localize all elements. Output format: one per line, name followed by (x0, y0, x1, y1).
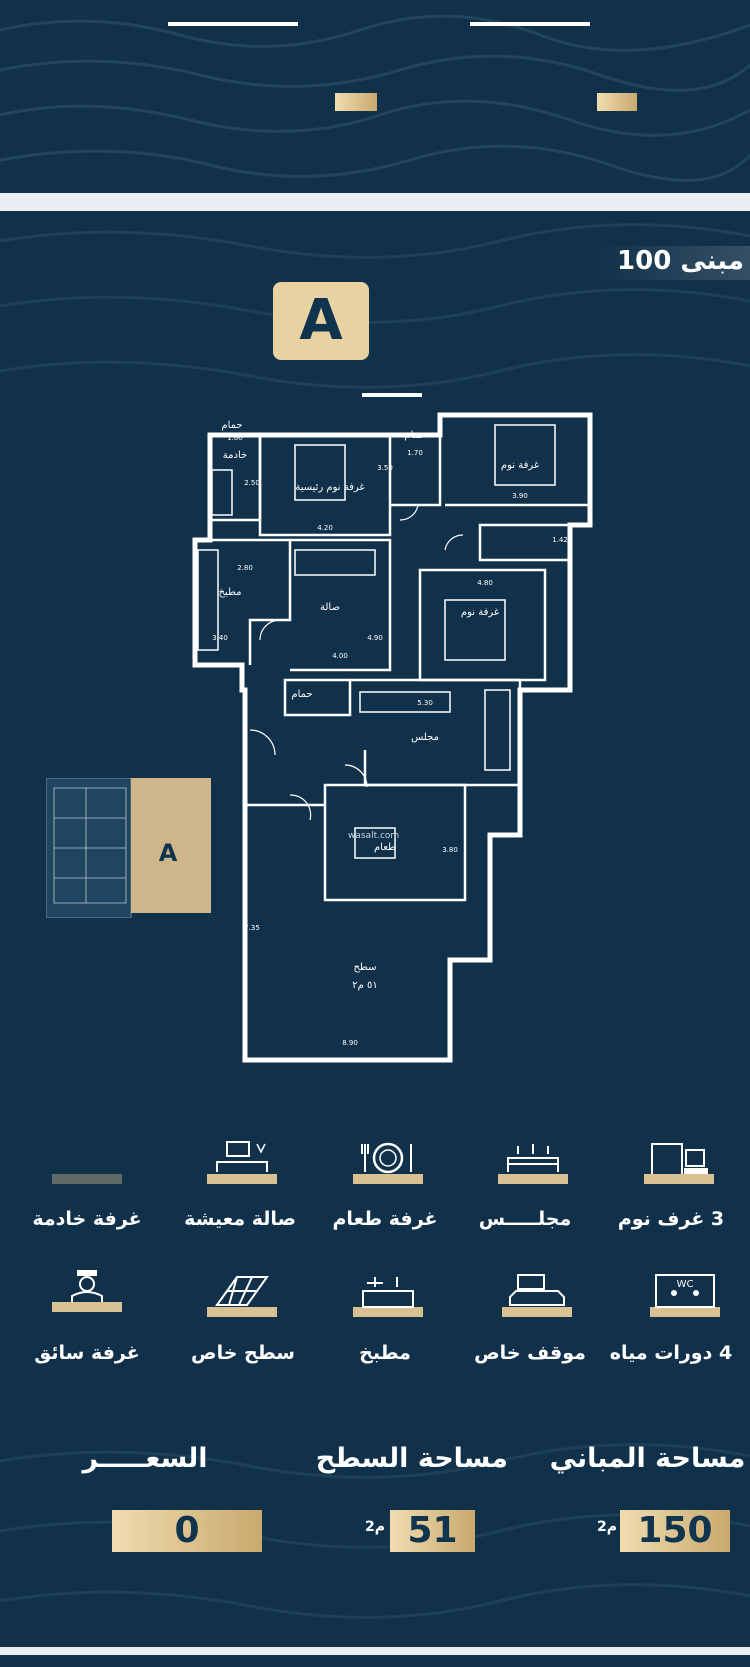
dimension-label: 1.42 (552, 536, 568, 544)
dimension-label: 5.30 (417, 699, 433, 707)
feature-label: 3 غرف نوم (617, 1208, 725, 1230)
stat-label-price: السعـــــر (82, 1443, 208, 1474)
wave-background (0, 14, 750, 182)
stat-label-roof-area: مساحة السطح (315, 1443, 508, 1474)
room-label-master: غرفة نوم رئيسية (295, 482, 364, 493)
unit-type-badge: A (273, 282, 369, 360)
wall-maid (210, 435, 262, 522)
room-label-kitchen: مطبخ (218, 587, 241, 598)
room-label-bath-center: حمام (404, 430, 425, 441)
dining-icon (353, 1142, 423, 1184)
dimension-label: 4.80 (477, 579, 493, 587)
svg-text:WC: WC (677, 1279, 694, 1290)
stat-value-price: 0 (112, 1510, 262, 1552)
sofa-majlis-side-icon (484, 689, 511, 771)
outer-wall (192, 412, 593, 1063)
room-label-majlis: مجلس (411, 732, 439, 743)
room-label-bedroom-right: غرفة نوم (501, 460, 539, 471)
wall-hall (290, 538, 392, 672)
room-label-roof: سطح (353, 962, 376, 973)
bed-maid-icon (211, 469, 233, 516)
feature-label: صالة معيشة (184, 1208, 296, 1230)
title-line-left (168, 22, 298, 26)
sofa-majlis-icon (359, 691, 451, 713)
stat-label-building-area: مساحة المباني (549, 1443, 746, 1474)
feature-label: غرفة طعام (332, 1208, 438, 1230)
top-banner (0, 0, 750, 193)
gold-accent-right (597, 93, 637, 111)
dimension-label: 3.40 (212, 634, 228, 642)
wall-dining (323, 783, 467, 902)
watermark-text: wasalt.com (348, 831, 399, 841)
room-label-maid: خادمة (223, 450, 247, 461)
stat-unit-building-area: م2 (597, 1519, 618, 1535)
maid-room-icon (52, 1174, 122, 1184)
dimension-label: 7.35 (244, 924, 260, 932)
dimension-label: 4.00 (332, 652, 348, 660)
room-label-hall: صالة (320, 602, 340, 613)
living-room-icon (207, 1141, 277, 1184)
bed-middle-icon (444, 599, 506, 661)
kitchen-icon (353, 1277, 423, 1317)
wc-icon: WC (650, 1274, 720, 1317)
room-label-roof-area: ٥١ م٢ (352, 980, 378, 991)
driver-room-icon (52, 1270, 122, 1312)
wall-small-bath (478, 523, 572, 562)
roof-icon (207, 1276, 277, 1317)
kitchen-counter-icon (197, 549, 219, 651)
feature-label: مجلـــــس (478, 1208, 572, 1230)
feature-label: سطح خاص (191, 1342, 295, 1364)
key-plan-label: A (159, 839, 178, 867)
unit-details-panel (0, 211, 750, 1647)
dimension-label: 8.90 (342, 1039, 358, 1047)
wall-lower-bath (283, 678, 352, 717)
room-label-maid-bath: حمام (221, 420, 242, 431)
dimension-label: 3.50 (377, 464, 393, 472)
feature-label: غرفة سائق (34, 1342, 140, 1364)
feature-label: موقف خاص (474, 1342, 586, 1364)
dimension-label: 2.50 (244, 479, 260, 487)
sofa-hall-icon (294, 549, 376, 576)
wall-kitchen (195, 538, 292, 665)
dimension-label: 4.90 (367, 634, 383, 642)
floor-plan: حمام خادمة غرفة نوم رئيسية حمام غرفة نوم… (192, 412, 593, 1063)
wall-bed-middle (418, 568, 547, 682)
feature-label: 4 دورات مياه (609, 1342, 733, 1364)
dimension-label: 3.80 (442, 846, 458, 854)
stat-value-building-area: 150 (620, 1510, 730, 1552)
dining-table-icon (354, 827, 396, 859)
room-label-lower-bath: حمام (291, 689, 312, 700)
stat-value-roof-area: 51 (390, 1510, 475, 1552)
dimension-label: 1.70 (407, 449, 423, 457)
dimension-label: 4.20 (317, 524, 333, 532)
dimension-label: 1.80 (227, 434, 243, 442)
room-label-bedroom-middle: غرفة نوم (461, 607, 499, 618)
dimension-label: 2.80 (237, 564, 253, 572)
bedroom-icon (644, 1143, 714, 1184)
wall-master (258, 435, 392, 537)
feature-label: مطبخ (359, 1342, 411, 1364)
gold-accent-left (335, 93, 377, 111)
badge-underline (362, 393, 422, 397)
wall-majlis (350, 678, 522, 787)
majlis-icon (498, 1144, 568, 1184)
key-plan: A (46, 778, 211, 918)
title-line-right (470, 22, 590, 26)
bed-right-icon (494, 424, 556, 486)
bottom-strip (0, 1655, 750, 1667)
building-number-label: مبنى 100 (594, 246, 750, 280)
stat-unit-roof-area: م2 (365, 1519, 386, 1535)
dimension-label: 3.90 (512, 492, 528, 500)
bed-master-icon (294, 444, 346, 501)
parking-icon (502, 1274, 572, 1317)
wall-center-bath (390, 433, 442, 507)
feature-label: غرفة خادمة (32, 1208, 142, 1230)
room-label-dining: طعام (374, 842, 396, 853)
